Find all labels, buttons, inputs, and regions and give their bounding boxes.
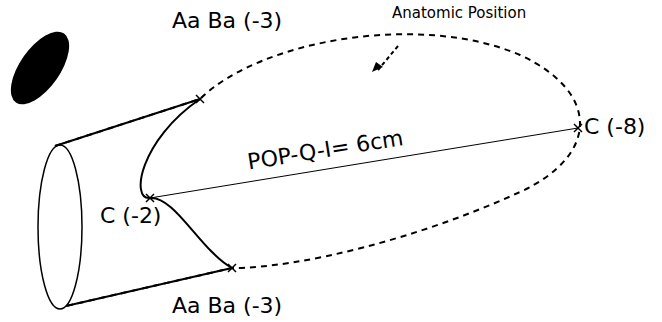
measurement-label: POP-Q-I= 6cm (244, 127, 407, 174)
position-label: Anatomic Position (392, 6, 526, 21)
point-label: C (-2) (100, 205, 161, 227)
pointer-head (372, 62, 383, 72)
prolapse-opening (38, 145, 82, 309)
prolapsed-apex-curve (141, 99, 232, 268)
point-label: C (-8) (584, 116, 645, 138)
point-label: Aa Ba (-3) (172, 295, 282, 317)
pubic-bone (0, 22, 80, 114)
point-marks (146, 95, 582, 272)
anatomic-outline (55, 34, 580, 306)
point-label: Aa Ba (-3) (172, 10, 282, 32)
